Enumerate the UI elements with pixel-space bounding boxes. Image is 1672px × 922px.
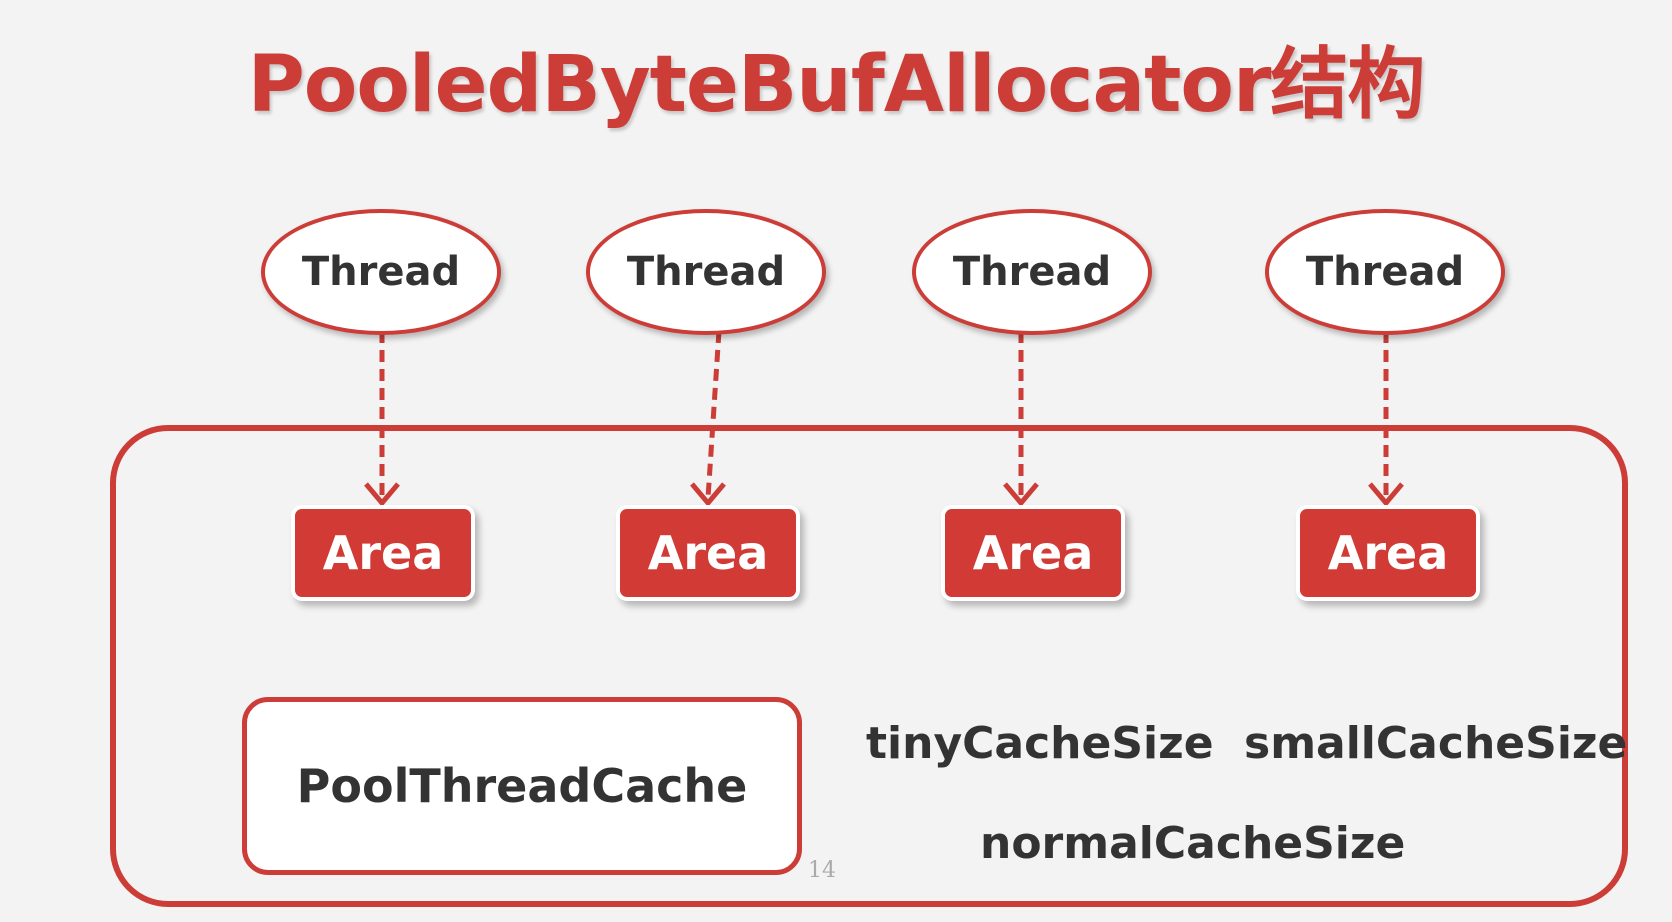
small-cache-size-label: smallCacheSize [1244,718,1628,769]
area-node: Area [620,509,796,597]
area-label: Area [322,526,444,580]
thread-node: Thread [912,209,1152,335]
thread-label: Thread [952,249,1112,295]
thread-label: Thread [626,249,786,295]
normal-cache-size-label: normalCacheSize [980,818,1406,869]
tiny-cache-size-label: tinyCacheSize [866,718,1214,769]
thread-node: Thread [1265,209,1505,335]
pool-thread-cache-box: PoolThreadCache [242,697,802,875]
thread-label: Thread [301,249,461,295]
area-node: Area [295,509,471,597]
page-number: 14 [808,858,836,883]
area-node: Area [1300,509,1476,597]
area-node: Area [945,509,1121,597]
area-label: Area [972,526,1094,580]
thread-node: Thread [261,209,501,335]
area-label: Area [1327,526,1449,580]
thread-label: Thread [1305,249,1465,295]
area-label: Area [647,526,769,580]
allocator-frame [110,425,1628,907]
pool-thread-cache-label: PoolThreadCache [296,759,748,813]
thread-node: Thread [586,209,826,335]
slide-title: PooledByteBufAllocator结构 [247,40,1426,130]
